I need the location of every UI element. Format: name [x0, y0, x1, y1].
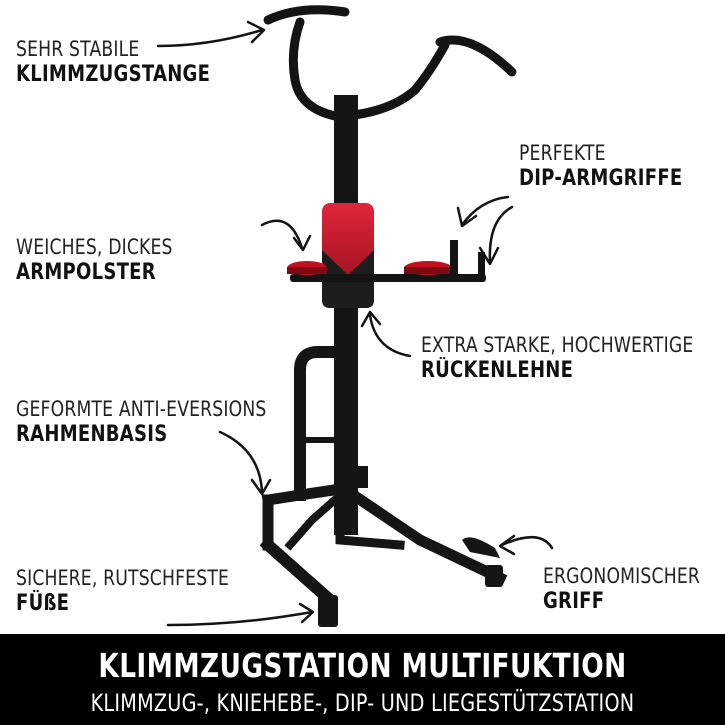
- dip-arms: [287, 240, 486, 282]
- callout-arm-pad-line2: ARMPOLSTER: [16, 260, 156, 286]
- callout-arrows: [156, 20, 554, 627]
- frame-base: [259, 346, 508, 609]
- callout-pullup-bar-line2: KLIMMZUGSTANGE: [16, 62, 211, 88]
- main-column: [334, 95, 358, 535]
- callout-pullup-bar-line1: SEHR STABILE: [16, 37, 140, 61]
- pullup-bar: [263, 5, 517, 126]
- backrest-pad: [322, 203, 374, 308]
- callout-grip-line1: ERGONOMISCHER: [543, 564, 701, 588]
- bottom-banner: KLIMMZUGSTATION MULTIFUKTION KLIMMZUG-, …: [0, 634, 725, 725]
- callout-backrest: EXTRA STARKE, HOCHWERTIGE RÜCKENLEHNE: [421, 334, 725, 382]
- callout-grip: ERGONOMISCHER GRIFF: [543, 565, 725, 613]
- callout-backrest-line1: EXTRA STARKE, HOCHWERTIGE: [421, 333, 694, 357]
- callout-pullup-bar: SEHR STABILE KLIMMZUGSTANGE: [16, 38, 253, 86]
- callout-arm-pad: WEICHES, DICKES ARMPOLSTER: [16, 236, 207, 284]
- callout-frame-base: GEFORMTE ANTI-EVERSIONS RAHMENBASIS: [16, 398, 322, 446]
- callout-dip-grips: PERFEKTE DIP-ARMGRIFFE: [519, 142, 718, 190]
- callout-frame-base-line2: RAHMENBASIS: [16, 422, 168, 448]
- callout-frame-base-line1: GEFORMTE ANTI-EVERSIONS: [16, 397, 267, 421]
- callout-dip-grips-line1: PERFEKTE: [519, 141, 606, 165]
- callout-backrest-line2: RÜCKENLEHNE: [421, 358, 574, 384]
- callout-feet-line1: SICHERE, RUTSCHFESTE: [16, 566, 230, 590]
- feet: [318, 537, 503, 627]
- banner-subtitle: KLIMMZUG-, KNIEHEBE-, DIP- UND LIEGESTÜT…: [90, 689, 635, 717]
- callout-feet: SICHERE, RUTSCHFESTE FÜßE: [16, 567, 276, 615]
- banner-title: KLIMMZUGSTATION MULTIFUKTION: [98, 646, 627, 685]
- callout-feet-line2: FÜßE: [16, 591, 70, 617]
- callout-grip-line2: GRIFF: [543, 589, 605, 615]
- callout-dip-grips-line2: DIP-ARMGRIFFE: [519, 166, 683, 192]
- callout-arm-pad-line1: WEICHES, DICKES: [16, 235, 173, 259]
